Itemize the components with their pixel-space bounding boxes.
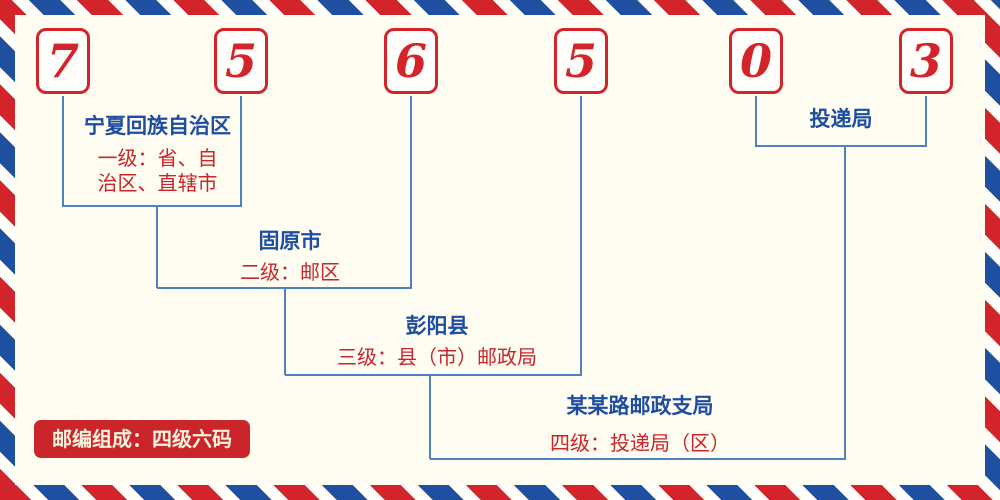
postal-digit-box-5: 0	[729, 28, 783, 94]
postal-digit-box-3: 6	[384, 28, 438, 94]
level3-description: 三级：县（市）邮政局	[337, 345, 537, 370]
level4-region-name: 某某路邮政支局	[566, 394, 714, 418]
level1-label: 宁夏回族自治区 一级：省、自治区、直辖市	[75, 113, 240, 196]
envelope-background	[15, 15, 985, 485]
level3-label: 彭阳县 三级：县（市）邮政局	[327, 313, 547, 370]
postal-digit-4: 5	[564, 34, 597, 88]
postal-digit-5: 0	[739, 34, 772, 88]
postal-digit-6: 3	[909, 34, 942, 88]
level1-description: 一级：省、自治区、直辖市	[97, 146, 218, 196]
postal-digit-box-6: 3	[899, 28, 953, 94]
delivery-office-label: 投递局	[776, 106, 906, 132]
level2-region-name: 固原市	[258, 229, 322, 253]
composition-badge: 邮编组成：四级六码	[34, 420, 250, 458]
postal-digit-box-2: 5	[214, 28, 268, 94]
level4-label: 某某路邮政支局 四级：投递局（区）	[520, 393, 760, 456]
postal-digit-box-1: 7	[36, 28, 90, 94]
level4-description: 四级：投递局（区）	[550, 431, 730, 456]
postal-digit-box-4: 5	[554, 28, 608, 94]
level2-label: 固原市 二级：邮区	[190, 228, 390, 285]
level2-description: 二级：邮区	[240, 260, 340, 285]
level3-region-name: 彭阳县	[405, 314, 469, 338]
postal-digit-3: 6	[394, 34, 427, 88]
postal-digit-1: 7	[46, 34, 79, 88]
postal-digit-2: 5	[224, 34, 257, 88]
delivery-office-name: 投递局	[809, 107, 873, 131]
level1-region-name: 宁夏回族自治区	[84, 114, 231, 138]
